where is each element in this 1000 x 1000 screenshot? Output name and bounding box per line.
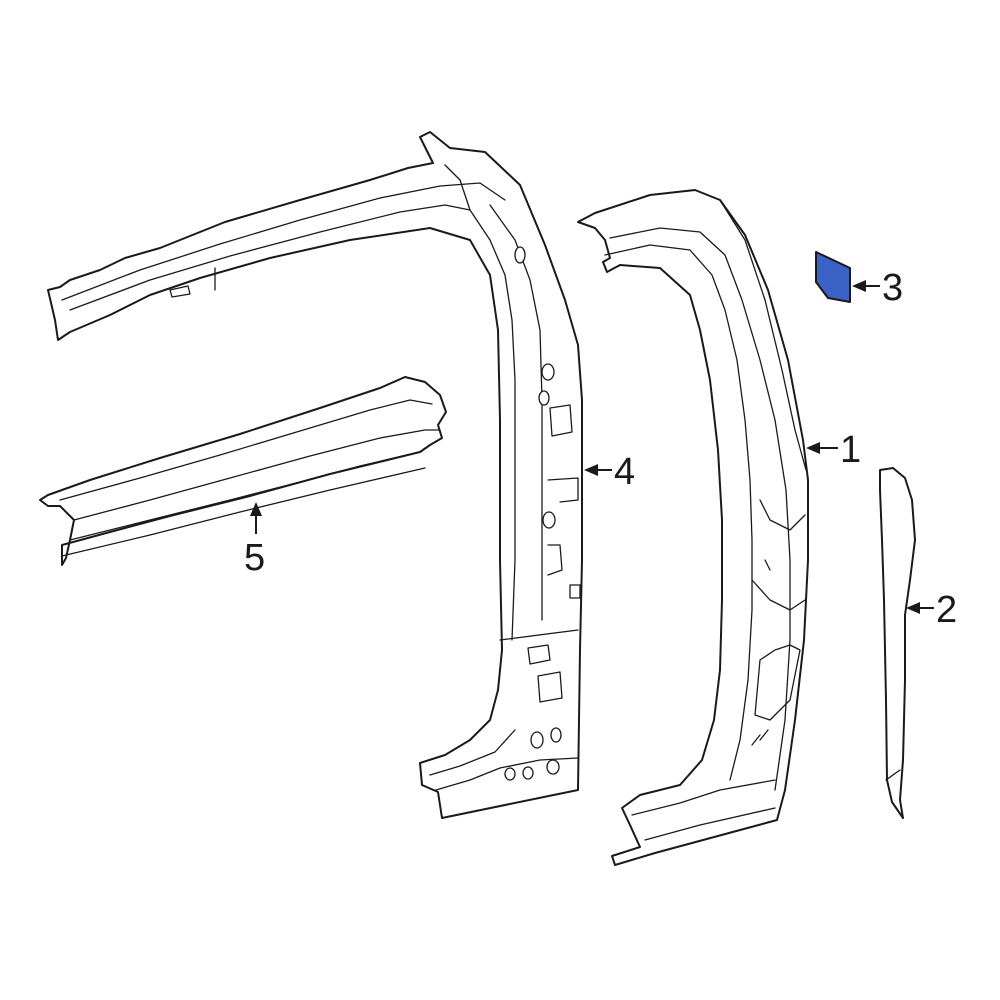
callout-5: 5 [244, 502, 265, 579]
callout-3: 3 [852, 267, 903, 309]
part-4-pillar-inner[interactable] [47, 131, 583, 819]
part-3-bracket[interactable] [815, 251, 851, 303]
callout-3-label: 3 [882, 267, 903, 309]
callout-2: 2 [906, 589, 957, 631]
callout-1: 1 [806, 429, 861, 471]
part-1-pillar-outer[interactable] [577, 189, 809, 866]
callout-5-label: 5 [244, 537, 265, 579]
callout-2-label: 2 [936, 589, 957, 631]
part-5-roof-rail[interactable] [39, 376, 447, 566]
callout-4-label: 4 [614, 451, 635, 493]
callout-4: 4 [584, 451, 635, 493]
part-2-seal[interactable] [879, 467, 916, 819]
callout-1-label: 1 [840, 429, 861, 471]
